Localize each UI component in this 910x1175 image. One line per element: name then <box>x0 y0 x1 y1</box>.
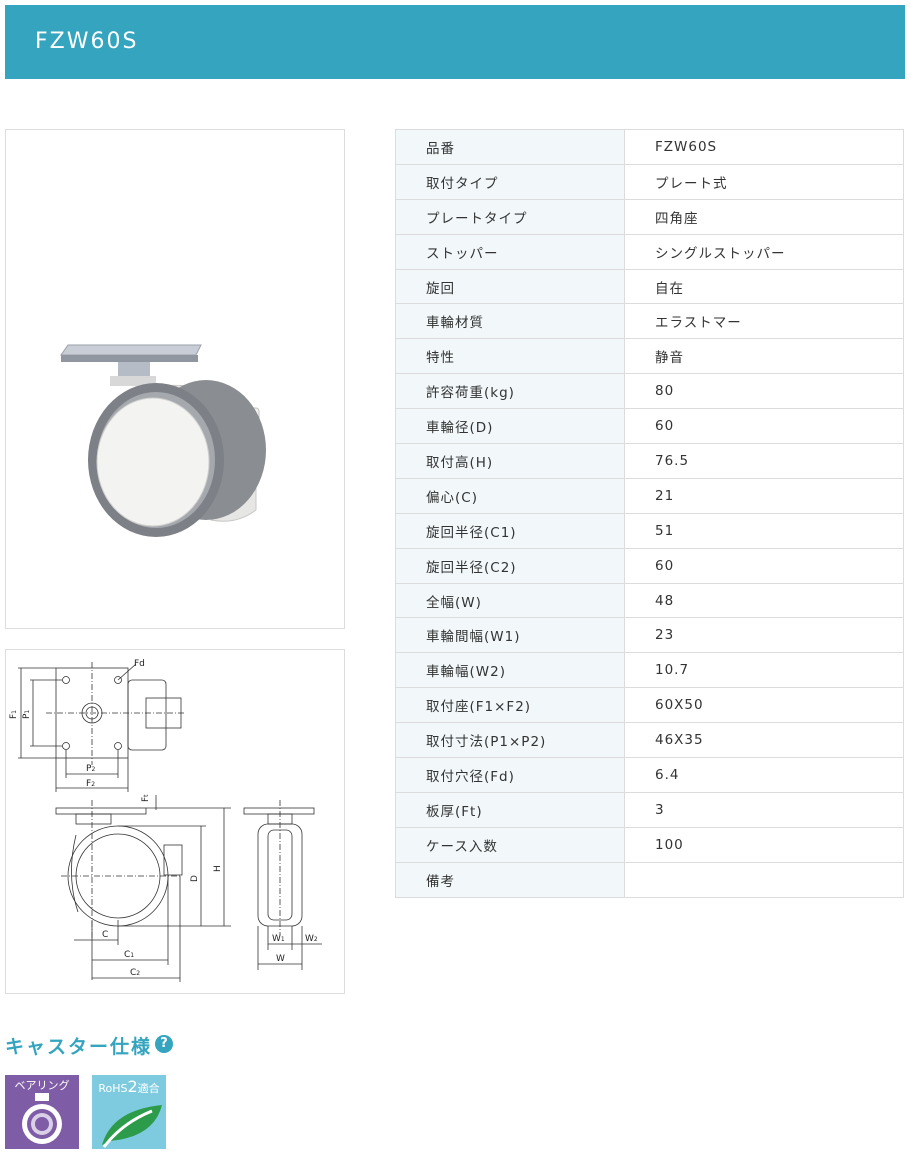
caster-spec-heading: キャスター仕様 <box>5 1036 153 1058</box>
table-row: 旋回半径(C1)51 <box>395 512 904 549</box>
spec-label: 車輪材質 <box>395 303 625 340</box>
label-w2: W2 <box>305 934 318 944</box>
table-row: 車輪幅(W2)10.7 <box>395 652 904 689</box>
spec-value: 60X50 <box>624 687 904 724</box>
spec-value: 76.5 <box>624 443 904 479</box>
spec-label: 車輪幅(W2) <box>395 652 625 689</box>
bearing-badge: ベアリング <box>5 1075 79 1149</box>
table-row: 取付寸法(P1×P2)46X35 <box>395 722 904 759</box>
table-row: 旋回自在 <box>395 268 904 305</box>
spec-value: シングルストッパー <box>624 233 904 270</box>
spec-label: 旋回半径(C2) <box>395 547 625 584</box>
label-d: D <box>190 875 200 882</box>
spec-value: 46X35 <box>624 722 904 759</box>
table-row: 板厚(Ft)3 <box>395 791 904 828</box>
table-row: 取付タイププレート式 <box>395 163 904 200</box>
label-f1: F1 <box>9 710 19 719</box>
spec-label: 取付座(F1×F2) <box>395 687 625 724</box>
spec-value: 60 <box>624 547 904 584</box>
caster-photo-image <box>60 344 266 537</box>
label-p1: P1 <box>22 710 32 719</box>
dimension-drawing: Fd F1 P1 P2 F2 Ft H D C C1 C2 W1 W2 W <box>5 649 345 994</box>
table-row: 偏心(C)21 <box>395 477 904 514</box>
table-row: 車輪径(D)60 <box>395 408 904 445</box>
spec-value: 3 <box>624 791 904 828</box>
rohs-badge: RoHS2適合 <box>92 1075 166 1149</box>
table-row: 取付穴径(Fd)6.4 <box>395 757 904 793</box>
label-p2: P2 <box>86 764 95 774</box>
spec-label: 旋回 <box>395 268 625 305</box>
spec-label: 偏心(C) <box>395 477 625 514</box>
spec-value: 60 <box>624 408 904 445</box>
spec-label: プレートタイプ <box>395 198 625 235</box>
label-w: W <box>276 954 285 964</box>
table-row: 特性静音 <box>395 338 904 375</box>
spec-label: ストッパー <box>395 233 625 270</box>
question-circle-icon[interactable]: ? <box>155 1035 173 1053</box>
label-h: H <box>213 865 223 872</box>
spec-value: 静音 <box>624 338 904 375</box>
leaf-icon <box>102 1105 162 1148</box>
spec-value: 48 <box>624 582 904 619</box>
product-photo <box>5 129 345 629</box>
spec-value: 10.7 <box>624 652 904 689</box>
page-title: FZW60S <box>35 29 139 54</box>
spec-label: 取付タイプ <box>395 163 625 200</box>
spec-value: 23 <box>624 617 904 654</box>
label-w1: W1 <box>272 934 285 944</box>
spec-value: 自在 <box>624 268 904 305</box>
spec-value: エラストマー <box>624 303 904 340</box>
label-c2: C2 <box>130 968 140 978</box>
spec-label: 許容荷重(kg) <box>395 373 625 410</box>
spec-label: 車輪間幅(W1) <box>395 617 625 654</box>
spec-label: 品番 <box>395 129 625 165</box>
table-row: 取付高(H)76.5 <box>395 443 904 479</box>
spec-value: 51 <box>624 512 904 549</box>
table-row: 車輪材質エラストマー <box>395 303 904 340</box>
spec-label: 車輪径(D) <box>395 408 625 445</box>
spec-value: プレート式 <box>624 163 904 200</box>
spec-label: 備考 <box>395 861 625 898</box>
spec-value: 6.4 <box>624 757 904 793</box>
spec-value: 21 <box>624 477 904 514</box>
spec-value: 100 <box>624 826 904 863</box>
dimension-drawing-svg: Fd F1 P1 P2 F2 Ft H D C C1 C2 W1 W2 W <box>9 659 322 982</box>
spec-value <box>624 861 904 898</box>
table-row: ストッパーシングルストッパー <box>395 233 904 270</box>
spec-value: 80 <box>624 373 904 410</box>
table-row: 旋回半径(C2)60 <box>395 547 904 584</box>
table-row: 備考 <box>395 861 904 898</box>
spec-label: 取付高(H) <box>395 443 625 479</box>
spec-label: 板厚(Ft) <box>395 791 625 828</box>
spec-label: ケース入数 <box>395 826 625 863</box>
label-f2: F2 <box>86 779 95 789</box>
table-row: プレートタイプ四角座 <box>395 198 904 235</box>
spec-label: 取付寸法(P1×P2) <box>395 722 625 759</box>
table-row: 取付座(F1×F2)60X50 <box>395 687 904 724</box>
bearing-icon <box>22 1093 62 1144</box>
label-c: C <box>102 930 108 940</box>
page-header: FZW60S <box>5 5 905 79</box>
bearing-badge-label: ベアリング <box>14 1079 70 1092</box>
spec-value: 四角座 <box>624 198 904 235</box>
spec-label: 取付穴径(Fd) <box>395 757 625 793</box>
spec-label: 全幅(W) <box>395 582 625 619</box>
table-row: 全幅(W)48 <box>395 582 904 619</box>
table-row: 車輪間幅(W1)23 <box>395 617 904 654</box>
spec-value: FZW60S <box>624 129 904 165</box>
label-ft: Ft <box>141 794 151 802</box>
rohs-badge-label: RoHS2適合 <box>98 1077 160 1096</box>
spec-label: 旋回半径(C1) <box>395 512 625 549</box>
label-fd: Fd <box>134 659 145 669</box>
table-row: 許容荷重(kg)80 <box>395 373 904 410</box>
spec-label: 特性 <box>395 338 625 375</box>
label-c1: C1 <box>124 950 134 960</box>
